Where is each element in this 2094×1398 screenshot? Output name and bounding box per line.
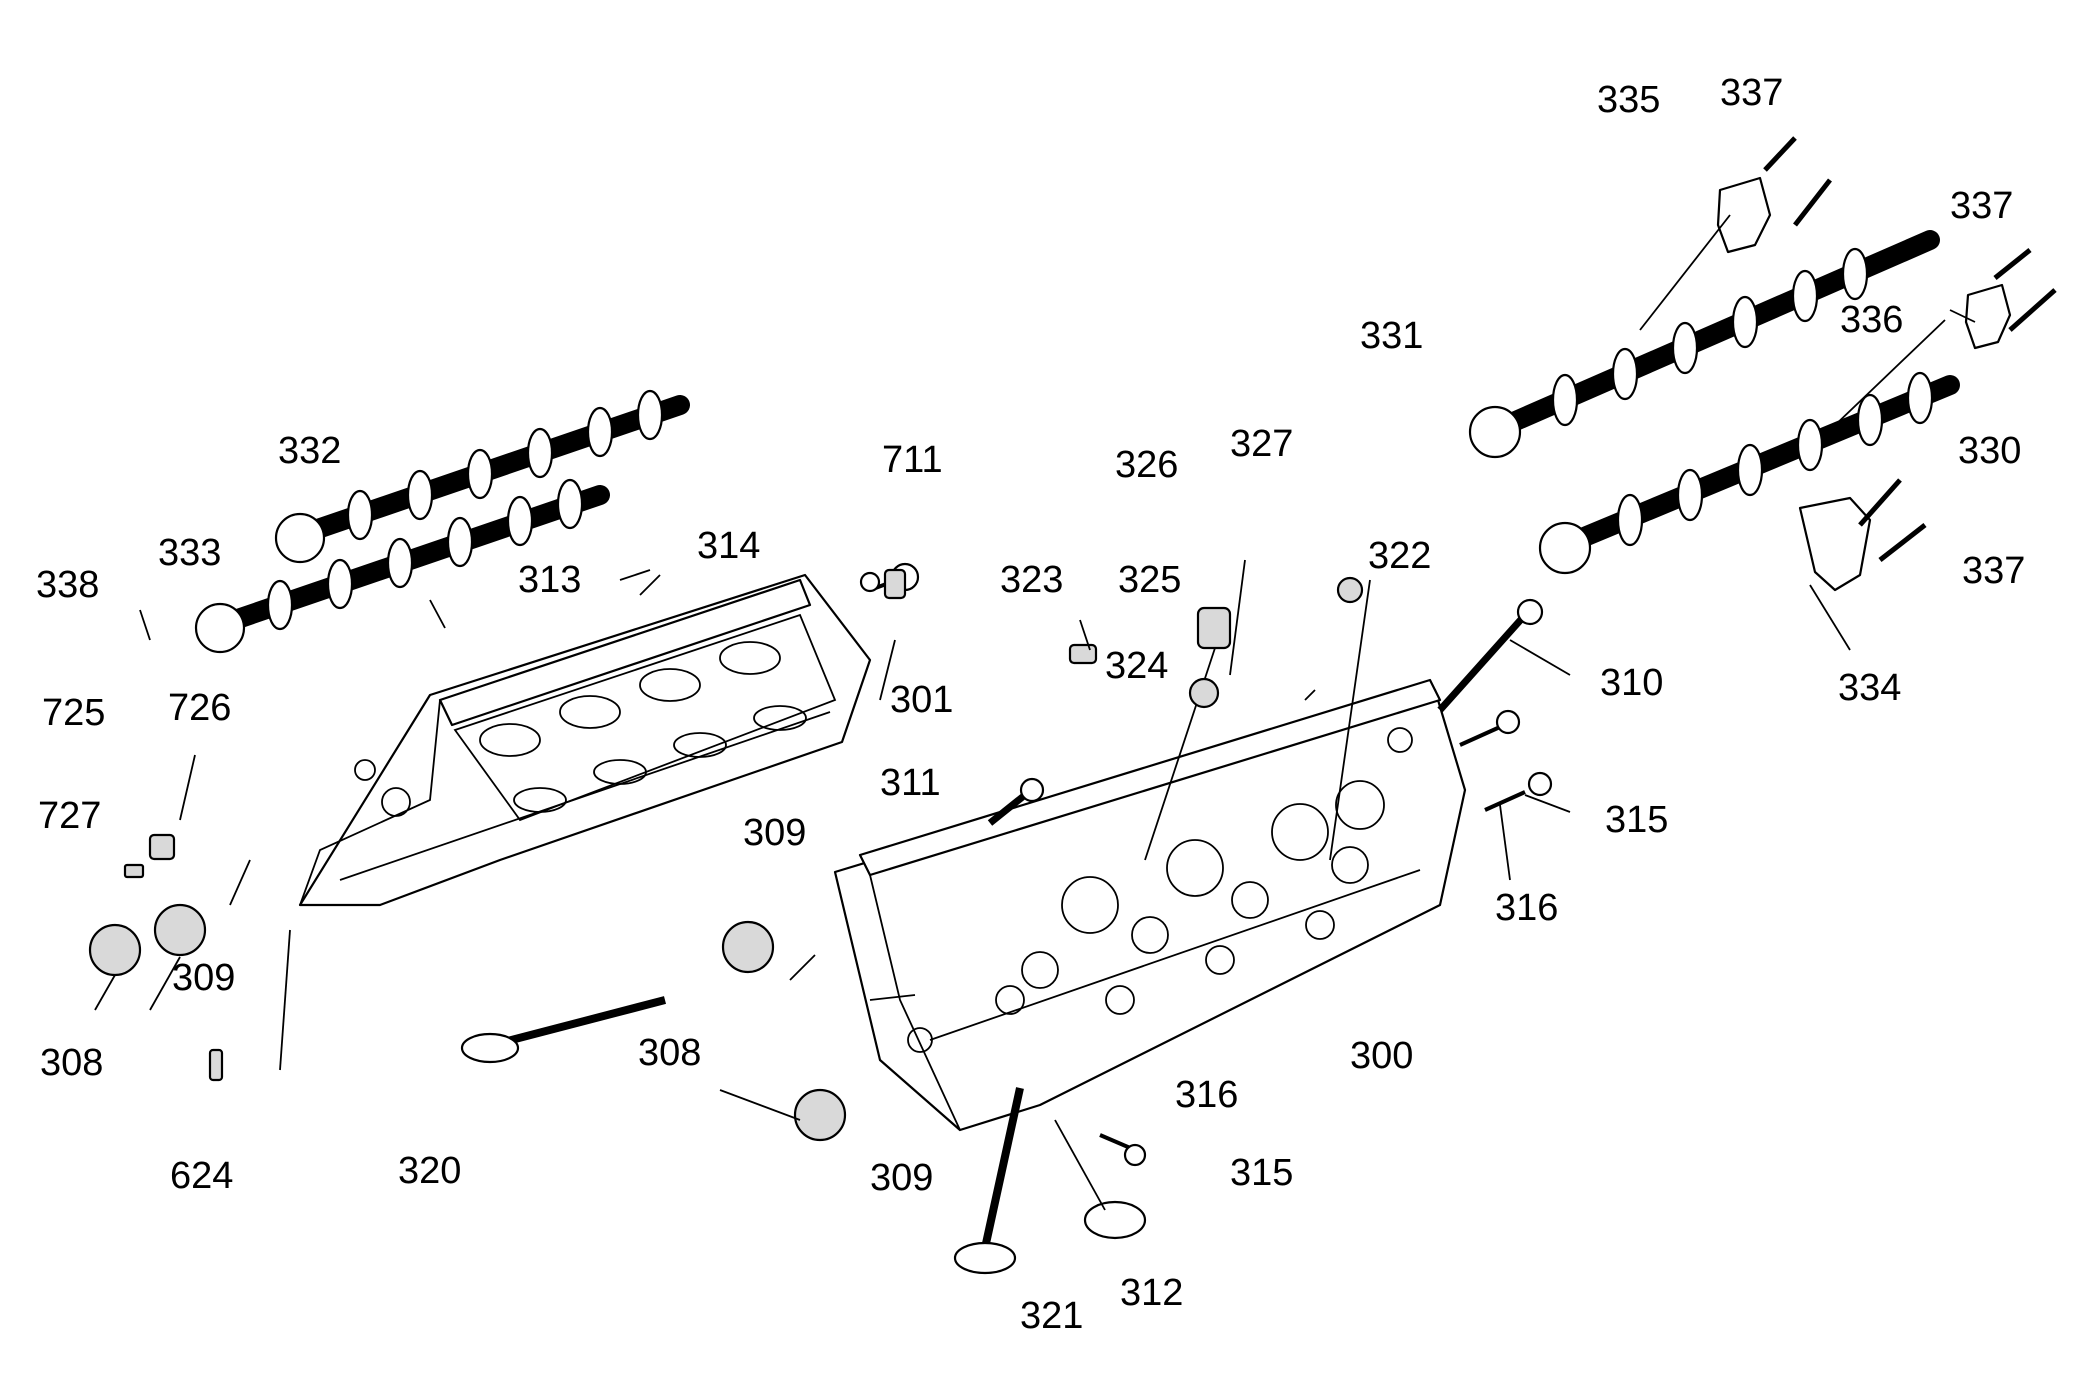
callout-321: 321: [1020, 1295, 1083, 1337]
callout-311: 311: [880, 762, 941, 804]
callout-325: 325: [1118, 559, 1181, 601]
camshaft-333: [194, 478, 610, 654]
callout-309: 309: [870, 1157, 933, 1199]
callout-338: 338: [36, 564, 99, 606]
left-cylinder-head: [298, 573, 872, 907]
right-cylinder-head: [833, 678, 1467, 1132]
callout-335: 335: [1597, 79, 1660, 121]
valve-320: [460, 996, 667, 1064]
callout-310: 310: [1600, 662, 1663, 704]
callout-300: 300: [1350, 1035, 1413, 1077]
callout-324: 324: [1105, 645, 1168, 687]
callout-309: 309: [743, 812, 806, 854]
callout-330: 330: [1958, 430, 2021, 472]
camshaft-330: [1538, 371, 1960, 575]
right-head-cam-bores: [995, 780, 1385, 1015]
callout-308: 308: [40, 1042, 103, 1084]
callout-337: 337: [1950, 185, 2013, 227]
callout-334: 334: [1838, 667, 1901, 709]
callout-327: 327: [1230, 423, 1293, 465]
callout-315: 315: [1605, 799, 1668, 841]
callout-316: 316: [1495, 887, 1558, 929]
callout-336: 336: [1840, 299, 1903, 341]
callout-314: 314: [697, 525, 760, 567]
bolts: [869, 136, 2057, 1167]
callout-312: 312: [1120, 1272, 1183, 1314]
callout-301: 301: [890, 679, 953, 721]
valve-321: [953, 1087, 1024, 1275]
callout-331: 331: [1360, 315, 1423, 357]
leader-lines: [94, 214, 1976, 1121]
callout-322: 322: [1368, 535, 1431, 577]
bearing-cap-335: [1716, 176, 1772, 254]
callout-labels: 300 301 308 308 309 309 309 309 310 311 …: [36, 72, 2025, 1337]
cam-lobes-331: [1551, 247, 1869, 427]
callout-309: 309: [172, 957, 235, 999]
cam-lobes-330: [1616, 371, 1934, 547]
callout-320: 320: [398, 1150, 461, 1192]
bearing-cap-336: [1964, 283, 2012, 350]
callout-332: 332: [278, 430, 341, 472]
callout-333: 333: [158, 532, 221, 574]
small-parts: [88, 568, 1364, 1142]
camshaft-332: [274, 389, 690, 564]
callout-326: 326: [1115, 444, 1178, 486]
callout-323: 323: [1000, 559, 1063, 601]
callout-315: 315: [1230, 1152, 1293, 1194]
tappet-312: [1054, 1119, 1147, 1240]
callout-313: 313: [518, 559, 581, 601]
callout-337: 337: [1720, 72, 1783, 114]
callout-624: 624: [170, 1155, 233, 1197]
callout-316: 316: [1175, 1074, 1238, 1116]
bearing-cap-334: [1798, 496, 1872, 592]
callout-727: 727: [38, 795, 101, 837]
callout-725: 725: [42, 692, 105, 734]
cam-lobes-333: [266, 478, 584, 631]
callout-726: 726: [168, 687, 231, 729]
cam-lobes-332: [346, 389, 664, 541]
callout-337: 337: [1962, 550, 2025, 592]
callout-308: 308: [638, 1032, 701, 1074]
callout-711: 711: [882, 439, 943, 481]
camshaft-331: [1468, 230, 1940, 459]
